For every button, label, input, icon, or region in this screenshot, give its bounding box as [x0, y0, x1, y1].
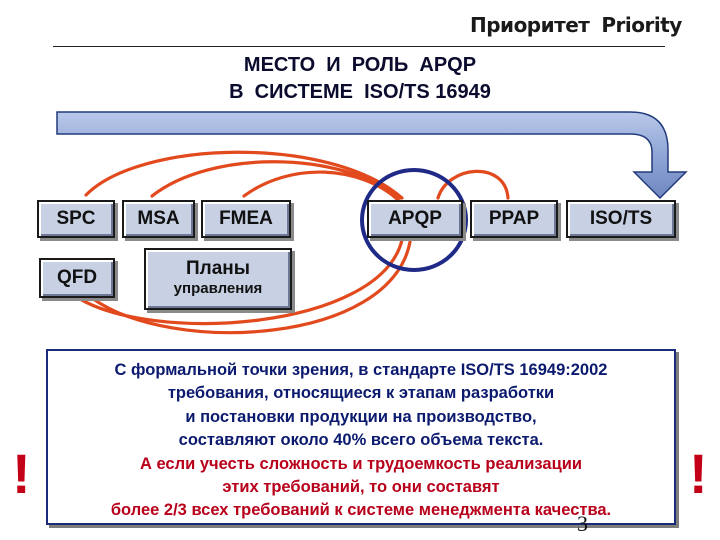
page-number: 3 [577, 511, 588, 536]
logo-text-en: Priority [601, 13, 682, 37]
note-line-7: более 2/3 всех требований к системе мене… [110, 501, 612, 520]
note-line-6: этих требований, то они составят [222, 478, 500, 497]
exclamation-right: ! [689, 442, 708, 505]
box-spc: SPC [37, 200, 115, 238]
box-isots-label: ISO/TS [589, 208, 653, 229]
logo-text-ru: Приоритет [470, 13, 590, 37]
box-qfd: QFD [39, 258, 115, 298]
page-title: МЕСТО И РОЛЬ APQP В СИСТЕМЕ ISO/TS 16949 [110, 52, 610, 106]
arc-fmea-apqp [242, 170, 400, 202]
box-qfd-label: QFD [56, 267, 98, 288]
box-msa: MSA [122, 200, 195, 238]
title-line-1: МЕСТО И РОЛЬ APQP [243, 54, 477, 76]
box-msa-label: MSA [137, 208, 180, 229]
note-line-3: и постановки продукции на производство, [185, 407, 537, 426]
header-divider [53, 46, 665, 47]
note-line-5: А если учесть сложность и трудоемкость р… [139, 454, 583, 473]
box-ppap-label: PPAP [488, 208, 540, 229]
box-apqp-label: APQP [388, 208, 442, 229]
box-apqp: APQP [367, 200, 463, 238]
priority-logo: Приоритет Priority [470, 8, 682, 42]
box-ppap: PPAP [470, 200, 558, 238]
note-line-2: требования, относящиеся к этапам разрабо… [167, 384, 555, 403]
box-plans-line2: управления [173, 280, 263, 297]
note-line-4: составляют около 40% всего объема текста… [178, 431, 544, 450]
info-note: С формальной точки зрения, в стандарте I… [46, 349, 676, 525]
note-line-1: С формальной точки зрения, в стандарте I… [114, 361, 608, 379]
exclamation-left: ! [12, 442, 31, 505]
arc-qfd-apqp [73, 238, 404, 326]
arc-msa-apqp [150, 160, 402, 200]
box-plans-line1: Планы [186, 258, 250, 279]
apqp-highlight-ring [360, 168, 468, 272]
title-line-2: В СИСТЕМЕ ISO/TS 16949 [229, 81, 491, 103]
arc-plans-apqp [90, 240, 412, 335]
box-fmea: FMEA [201, 200, 291, 238]
box-control-plans: Планы управления [144, 248, 292, 310]
arc-apqp-ppap [436, 169, 510, 200]
box-spc-label: SPC [56, 208, 96, 229]
box-isots: ISO/TS [566, 200, 676, 238]
flow-arrow-shape [56, 111, 688, 200]
box-fmea-label: FMEA [219, 208, 273, 229]
arc-spc-apqp [84, 150, 404, 200]
